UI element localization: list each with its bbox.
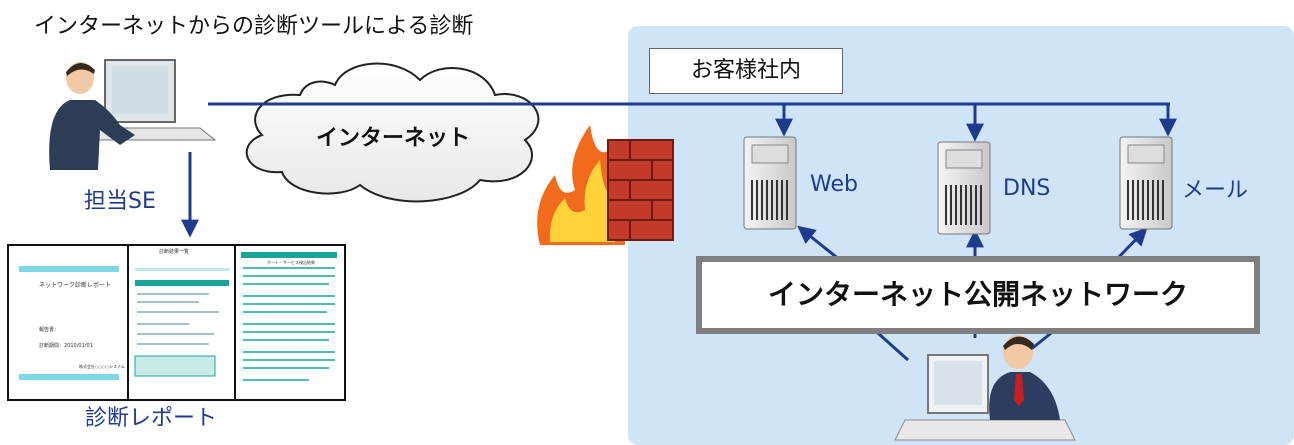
client-premises-label: お客様社内 <box>649 48 843 94</box>
se-label: 担当SE <box>84 189 156 214</box>
dns-server-icon <box>937 141 991 235</box>
public-network-box: インターネット公開ネットワーク <box>696 256 1260 334</box>
diagram-title: インターネットからの診断ツールによる診断 <box>34 14 474 39</box>
mail-server-icon <box>1119 136 1173 230</box>
internet-cloud-icon <box>245 62 540 203</box>
report-page1-line1: 報告書： <box>39 327 60 333</box>
web-server-label: Web <box>810 172 858 197</box>
diagnosis-report-thumbnail: ネットワーク診断レポート 報告書： 診断期間：2010/01/01 株式会社○○… <box>7 244 346 401</box>
web-server-icon <box>743 136 797 230</box>
dns-server-label: DNS <box>1003 176 1051 201</box>
report-label: 診断レポート <box>85 406 218 431</box>
admin-person-icon <box>894 335 1076 441</box>
firewall-icon <box>537 125 674 245</box>
report-page1-line2: 診断期間：2010/01/01 <box>39 343 93 349</box>
mail-server-label: メール <box>1182 178 1249 203</box>
report-page2-header: 診断結果一覧 <box>159 249 190 255</box>
report-page1-footer: 株式会社○○○○システム <box>79 364 125 369</box>
report-page3-header: ポート・サービス検出結果 <box>267 260 315 265</box>
se-person-icon <box>49 59 217 170</box>
internet-label: インターネット <box>316 126 471 151</box>
report-page1-title: ネットワーク診断レポート <box>39 282 112 289</box>
